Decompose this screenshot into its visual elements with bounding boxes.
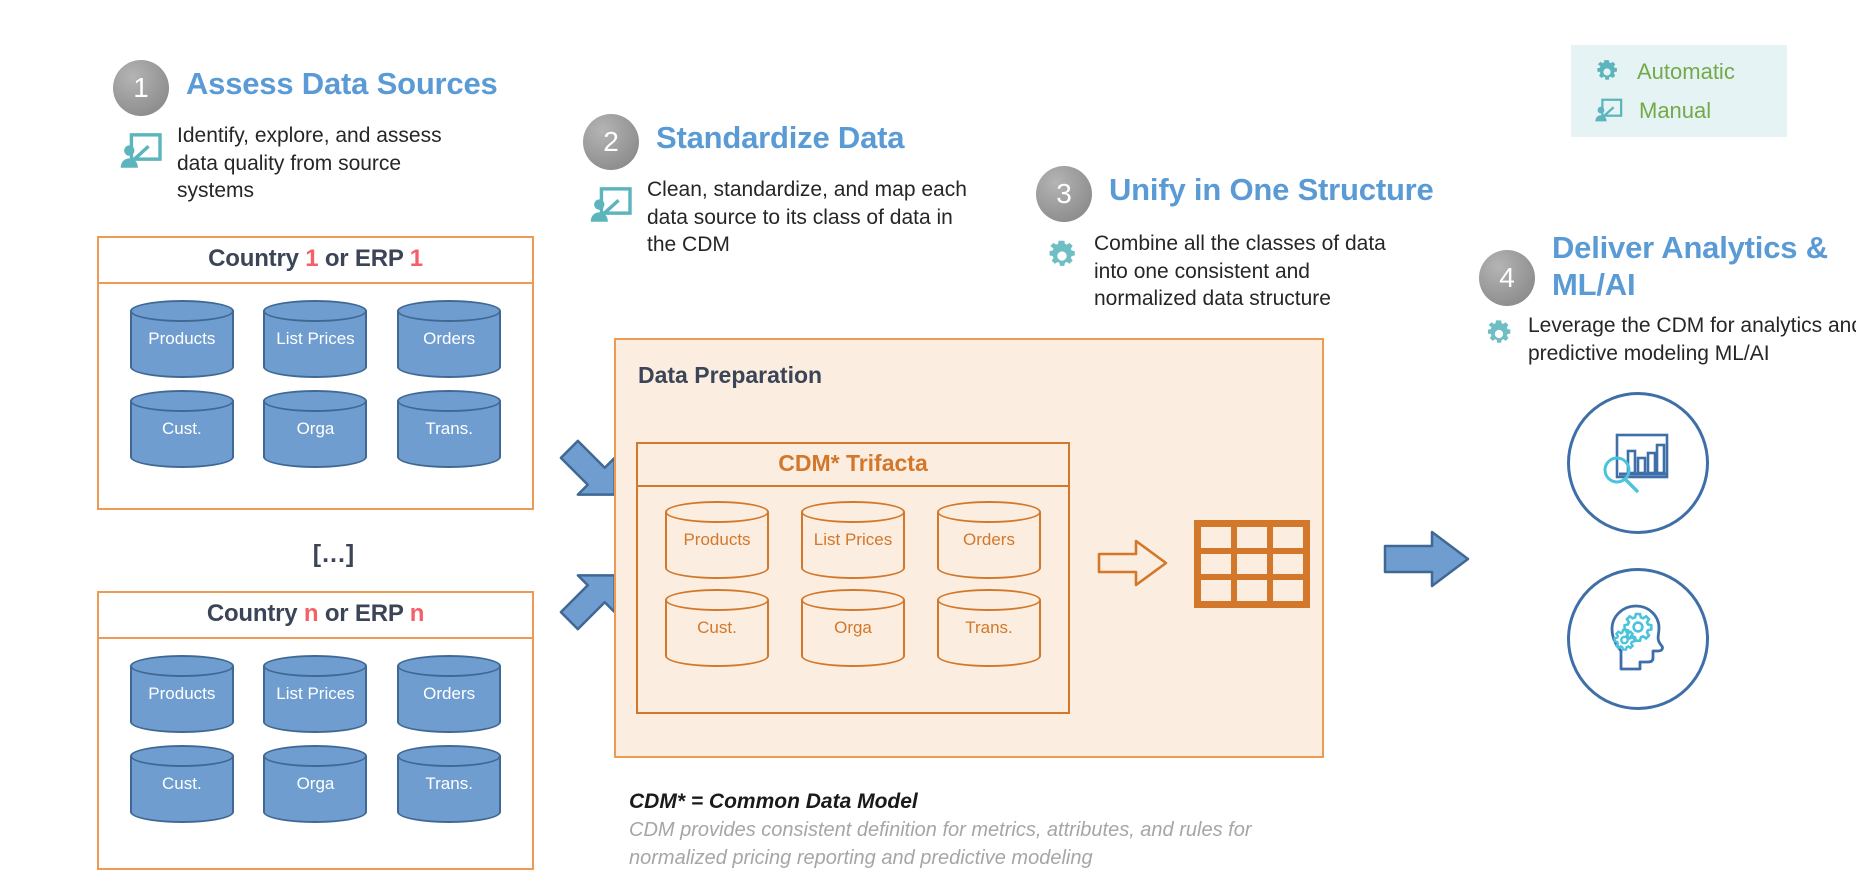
cylinder-label: Cust.: [697, 618, 737, 638]
step-1-number: 1: [113, 60, 169, 116]
cdm-trifacta-box: CDM* Trifacta Products List Prices Order…: [636, 442, 1070, 714]
step-4: 4 Deliver Analytics & ML/AI Leverage the…: [1479, 230, 1856, 367]
title-accent-1: n: [303, 600, 319, 627]
cylinder-orga: Orga: [263, 390, 368, 468]
step-3-title: Unify in One Structure: [1109, 172, 1434, 207]
title-middle: or ERP: [318, 245, 410, 272]
cylinder-cust: Cust.: [129, 745, 234, 823]
gear-icon: [1483, 318, 1515, 350]
analytics-chart-magnifier-icon: [1595, 418, 1681, 509]
arrow-prep-to-outputs: [1382, 528, 1472, 595]
title-accent-1: 1: [305, 245, 319, 272]
source-box-2-cylinders: Products List Prices Orders Cust. Orga T…: [99, 639, 532, 841]
title-accent-2: 1: [409, 245, 423, 272]
step-2-title: Standardize Data: [656, 120, 905, 155]
cylinder-trans: Trans.: [397, 745, 502, 823]
step-2-description: Clean, standardize, and map each data so…: [647, 178, 967, 257]
ml-ai-output-circle: [1567, 568, 1709, 710]
step-1-title: Assess Data Sources: [186, 66, 498, 101]
cylinder-list-prices: List Prices: [263, 655, 368, 733]
source-box-1-cylinders: Products List Prices Orders Cust. Orga T…: [99, 284, 532, 486]
cylinder-orders: Orders: [397, 300, 502, 378]
cylinder-label: List Prices: [276, 329, 355, 349]
cylinder-label: Cust.: [161, 419, 202, 439]
cylinder-label: Products: [683, 530, 751, 550]
cylinder-orders: Orders: [397, 655, 502, 733]
cdm-cylinders: Products List Prices Orders Cust. Orga T…: [638, 487, 1068, 683]
cylinder-orga: Orga: [801, 589, 905, 667]
cylinder-cust: Cust.: [129, 390, 234, 468]
title-prefix: Country: [206, 600, 304, 627]
footnote-body: CDM provides consistent definition for m…: [629, 819, 1252, 869]
cylinder-products: Products: [665, 501, 769, 579]
analytics-output-circle: [1567, 392, 1709, 534]
cylinder-label: Orga: [834, 618, 872, 638]
arrow-source-1-to-prep: [552, 432, 632, 517]
legend-label-automatic: Automatic: [1637, 58, 1735, 84]
cylinder-list-prices: List Prices: [263, 300, 368, 378]
step-3: 3 Unify in One Structure Combine all the…: [1036, 166, 1456, 313]
legend-label-manual: Manual: [1639, 97, 1712, 123]
title-middle: or ERP: [318, 600, 410, 627]
footnote-title: CDM* = Common Data Model: [629, 790, 918, 813]
step-4-description: Leverage the CDM for analytics and predi…: [1528, 314, 1856, 365]
cdm-trifacta-title: CDM* Trifacta: [638, 444, 1068, 487]
source-box-country-1: Country 1 or ERP 1 Products List Prices …: [97, 236, 534, 510]
cylinder-products: Products: [129, 300, 234, 378]
cylinder-cust: Cust.: [665, 589, 769, 667]
cylinder-label: Orders: [963, 530, 1015, 550]
cylinder-label: Trans.: [425, 774, 473, 794]
cylinder-trans: Trans.: [937, 589, 1041, 667]
source-box-2-title: Country n or ERP n: [99, 593, 532, 639]
manual-presentation-icon: [117, 132, 163, 172]
step-1-description: Identify, explore, and assess data quali…: [177, 124, 442, 203]
step-4-number: 4: [1479, 250, 1535, 306]
cylinder-label: Orders: [423, 329, 476, 349]
title-prefix: Country: [208, 245, 306, 272]
data-preparation-panel: Data Preparation CDM* Trifacta Products …: [614, 338, 1324, 758]
cylinder-label: Orga: [296, 774, 335, 794]
table-grid-icon: [1194, 520, 1310, 608]
source-box-1-title: Country 1 or ERP 1: [99, 238, 532, 284]
legend-item-manual: Manual: [1593, 97, 1765, 125]
cylinder-label: Products: [148, 329, 216, 349]
arrow-cdm-to-table: [1096, 536, 1170, 595]
cylinder-label: List Prices: [813, 530, 893, 550]
cylinder-orga: Orga: [263, 745, 368, 823]
step-1: 1 Assess Data Sources Identify, explore,…: [113, 60, 533, 205]
sources-ellipsis: [...]: [312, 540, 356, 568]
gear-icon: [1044, 238, 1080, 274]
cylinder-label: Orders: [423, 684, 476, 704]
cylinder-list-prices: List Prices: [801, 501, 905, 579]
cylinder-label: Cust.: [161, 774, 202, 794]
cylinder-trans: Trans.: [397, 390, 502, 468]
cylinder-orders: Orders: [937, 501, 1041, 579]
ai-head-gears-icon: [1595, 594, 1681, 685]
manual-presentation-icon: [1593, 97, 1623, 125]
source-box-country-n: Country n or ERP n Products List Prices …: [97, 591, 534, 870]
legend-item-automatic: Automatic: [1593, 58, 1765, 86]
manual-presentation-icon: [587, 186, 633, 226]
cylinder-label: List Prices: [276, 684, 355, 704]
cylinder-label: Orga: [296, 419, 335, 439]
legend-box: Automatic Manual: [1571, 45, 1787, 137]
cylinder-label: Products: [148, 684, 216, 704]
gear-icon: [1593, 58, 1621, 86]
data-preparation-title: Data Preparation: [638, 362, 823, 388]
step-2: 2 Standardize Data Clean, standardize, a…: [583, 114, 1003, 259]
step-2-number: 2: [583, 114, 639, 170]
cylinder-label: Trans.: [965, 618, 1013, 638]
cylinder-label: Trans.: [425, 419, 473, 439]
step-3-description: Combine all the classes of data into one…: [1094, 232, 1386, 311]
cylinder-products: Products: [129, 655, 234, 733]
step-3-number: 3: [1036, 166, 1092, 222]
step-4-title: Deliver Analytics & ML/AI: [1552, 230, 1828, 302]
title-accent-2: n: [409, 600, 425, 627]
footnote: CDM* = Common Data Model CDM provides co…: [629, 790, 1329, 872]
